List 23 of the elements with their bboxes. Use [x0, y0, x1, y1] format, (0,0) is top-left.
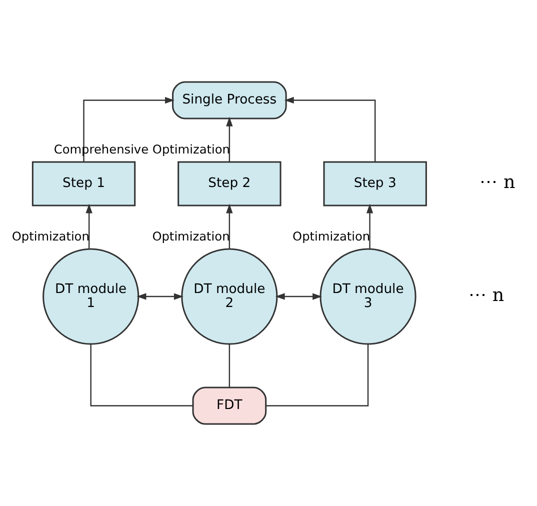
arrow [226, 204, 233, 249]
arrow [86, 204, 92, 249]
edge-label: Optimization [12, 229, 90, 244]
node-box: Step 2 [178, 161, 282, 206]
edge-label: Optimization [292, 229, 370, 244]
arrow [275, 293, 322, 300]
node-box: Single Process [172, 81, 287, 120]
label: ⋯ n [468, 284, 504, 306]
connector [90, 344, 193, 406]
node-circle: DT module 3 [320, 248, 416, 345]
label: ⋯ n [480, 172, 516, 194]
node-box: Step 3 [323, 161, 427, 206]
edge-label: Optimization [152, 229, 230, 244]
node-circle: DT module 1 [42, 248, 140, 345]
arrow [366, 204, 374, 249]
arrow [136, 293, 184, 300]
connector [266, 344, 369, 406]
arrow [226, 116, 233, 162]
arrow [284, 96, 376, 162]
node-circle: DT module 2 [181, 248, 278, 345]
node-box: Step 1 [32, 161, 136, 206]
node-box: FDT [192, 386, 267, 425]
connector [228, 344, 230, 388]
